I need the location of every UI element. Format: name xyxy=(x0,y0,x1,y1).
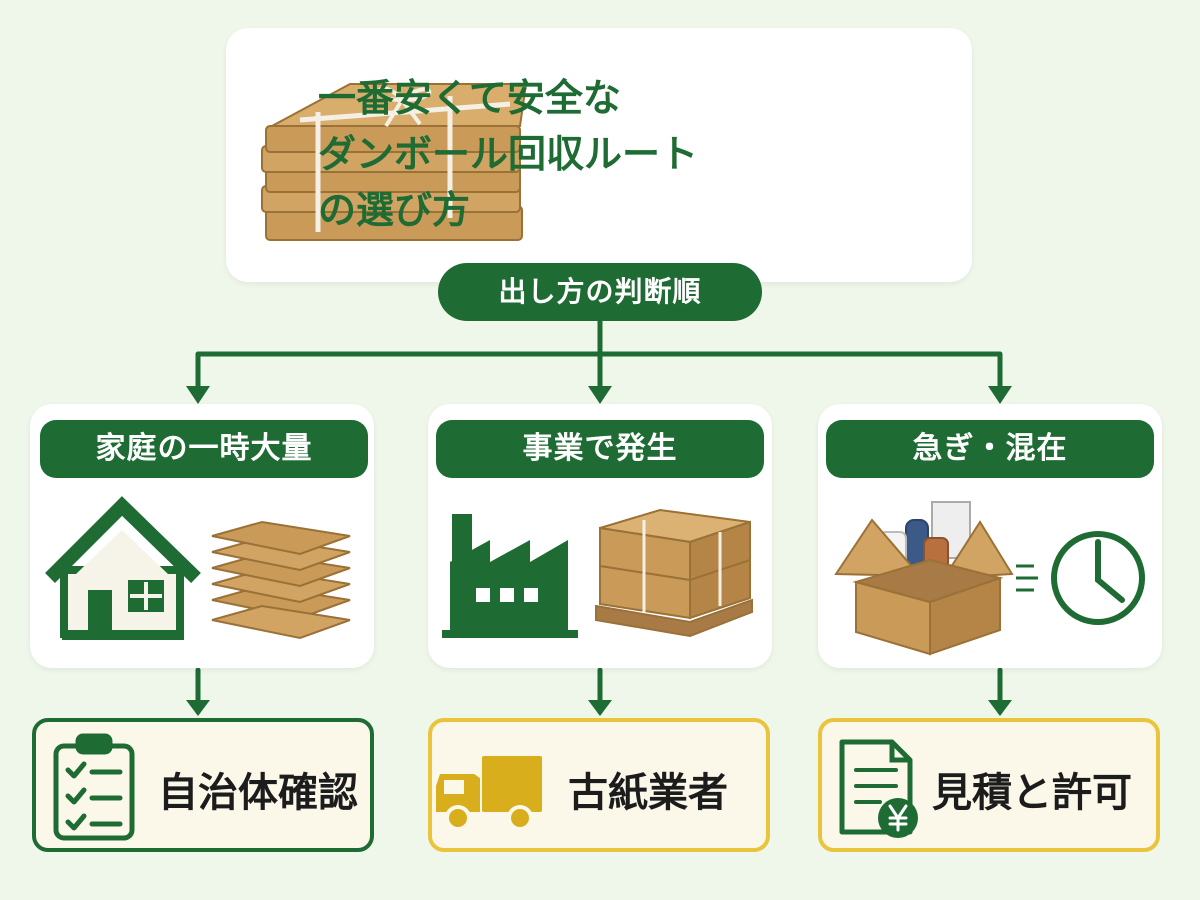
decision-order-pill: 出し方の判断順 xyxy=(438,263,762,321)
result-card-estimate: 見積と許可 xyxy=(818,718,1160,852)
title-line-3: の選び方 xyxy=(318,188,471,232)
result-label-estimate: 見積と許可 xyxy=(932,770,1132,816)
result-card-recycler: 古紙業者 xyxy=(428,718,770,852)
arrow-root-right xyxy=(597,351,1003,401)
arrow-root-left xyxy=(195,351,603,401)
category-label-business: 事業で発生 xyxy=(436,420,764,478)
result-card-municipality: 自治体確認 xyxy=(32,718,374,852)
category-label-urgent: 急ぎ・混在 xyxy=(826,420,1154,478)
result-label-recycler: 古紙業者 xyxy=(568,770,728,816)
title-line-1: 一番安くて安全な xyxy=(318,76,621,120)
category-label-household: 家庭の一時大量 xyxy=(40,420,368,478)
result-label-municipality: 自治体確認 xyxy=(158,770,358,816)
title-line-2: ダンボール回収ルート xyxy=(318,132,699,176)
page-title: 一番安くて安全な ダンボール回収ルート の選び方 xyxy=(318,70,728,238)
